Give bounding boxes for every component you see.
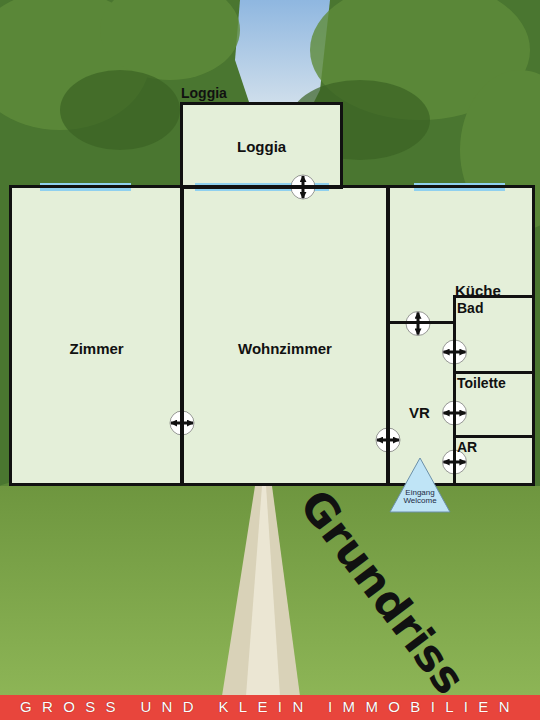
label-holder: Grundriss <box>290 481 473 702</box>
room-wohnzimmer: Wohnzimmer <box>180 185 390 486</box>
room-label: VR <box>409 404 430 422</box>
room-zimmer: Zimmer <box>9 185 184 486</box>
entrance-triangle: Eingang Welcome <box>388 456 452 514</box>
room-toilette: Toilette <box>453 371 535 438</box>
room-fill <box>9 185 535 486</box>
loggia-fill <box>180 102 343 188</box>
watermark-title: Grundriss <box>290 481 474 703</box>
room-label: Toilette <box>457 375 506 392</box>
room-label: Loggia <box>237 138 286 156</box>
room-label: Loggia <box>181 85 227 102</box>
forest-path <box>222 486 300 696</box>
entrance-triangle-outline <box>390 458 450 512</box>
room-bad: Bad <box>453 295 535 374</box>
path-light <box>246 486 280 696</box>
room-label: Bad <box>457 300 483 317</box>
room-label: AR <box>457 439 477 456</box>
brand-bar <box>0 695 540 720</box>
label-holder: GROSS UND KLEIN IMMOBILIEN <box>20 699 520 716</box>
room-abstellraum: AR <box>453 435 535 486</box>
room-label: Zimmer <box>70 340 124 358</box>
brand-name: GROSS UND KLEIN IMMOBILIEN <box>20 699 520 716</box>
entrance-label: Eingang Welcome <box>398 489 442 506</box>
room-label: Küche <box>455 282 501 300</box>
room-label: Wohnzimmer <box>238 340 332 358</box>
loggia-room: LoggiaLoggia <box>180 102 343 189</box>
